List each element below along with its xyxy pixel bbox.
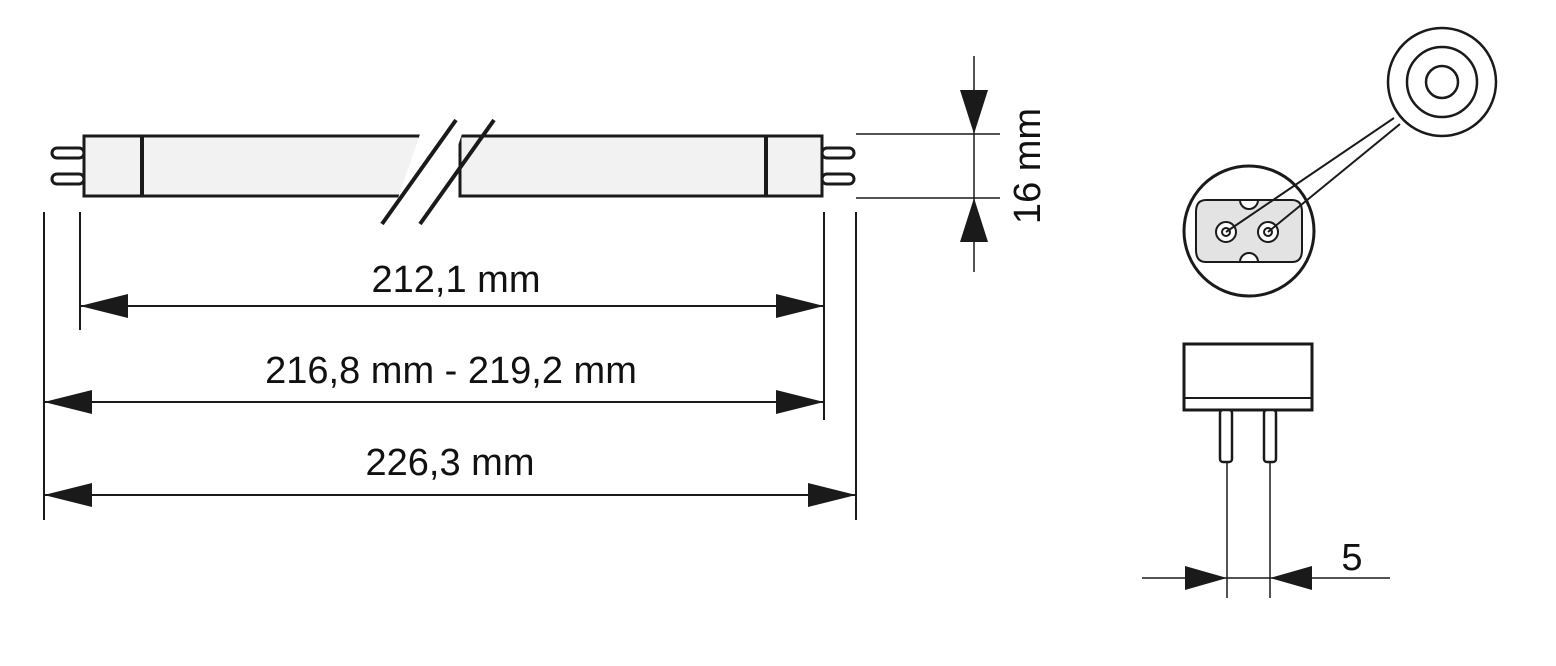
leader-line-2: [1267, 123, 1401, 233]
dimension-label-212: 212,1 mm: [372, 259, 541, 301]
left-pin-top: [50, 146, 86, 160]
dimension-216-219: 216,8 mm - 219,2 mm: [44, 350, 824, 414]
pin-detail-magnified: [1386, 26, 1498, 138]
pin-spacing-arrow-left: [1270, 566, 1312, 590]
base-side-view: [1182, 342, 1314, 598]
right-pin-top: [820, 146, 856, 160]
break-line-1: [380, 118, 458, 226]
dimension-label-216-219: 216,8 mm - 219,2 mm: [265, 350, 637, 392]
tube-side-view: [50, 118, 856, 226]
diameter-arrow-down: [960, 90, 988, 134]
dimension-212: 212,1 mm: [80, 259, 824, 318]
pin-spacing-arrow-right: [1185, 566, 1227, 590]
dimension-pin-spacing: 5: [1142, 537, 1390, 590]
base-cap-body: [1182, 342, 1314, 412]
break-line-2: [418, 118, 496, 226]
tube-body-left: [82, 134, 422, 198]
diameter-arrow-up: [960, 198, 988, 242]
dimension-226: 226,3 mm: [44, 442, 856, 507]
base-notch-bottom: [1238, 252, 1260, 263]
base-notch-top: [1238, 199, 1260, 210]
left-pin-bottom: [50, 172, 86, 186]
leader-line-1: [1225, 117, 1395, 233]
dimension-label-226: 226,3 mm: [366, 442, 535, 484]
base-end-view: [1182, 117, 1401, 298]
side-pin-right: [1262, 408, 1278, 464]
pin-detail-inner: [1424, 64, 1460, 100]
dimension-label-diameter: 16 mm: [1007, 108, 1049, 224]
dimension-diameter: 16 mm: [856, 56, 1049, 272]
right-pin-bottom: [820, 172, 856, 186]
dimension-label-pin-spacing: 5: [1341, 537, 1362, 579]
side-pin-left: [1218, 408, 1234, 464]
